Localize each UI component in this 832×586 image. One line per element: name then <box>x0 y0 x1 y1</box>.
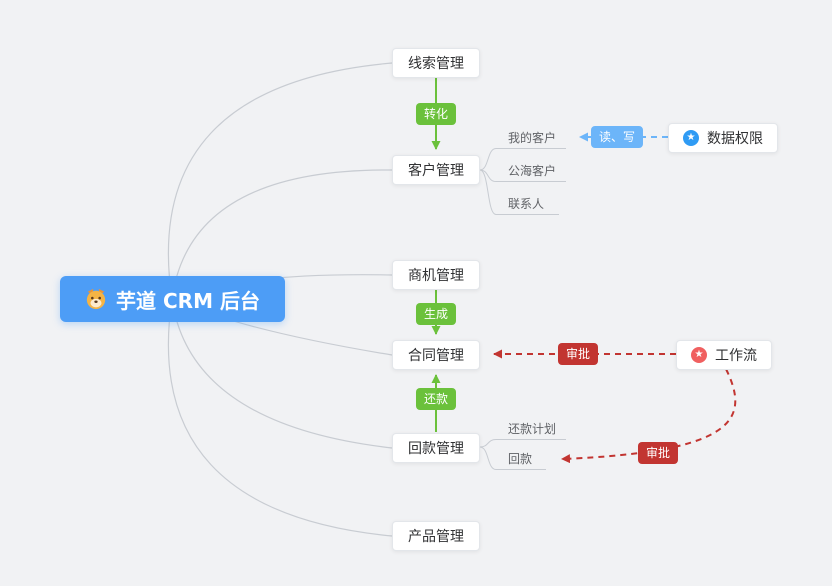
node-label: 数据权限 <box>707 131 763 147</box>
child-receivable: 回款 <box>508 452 533 466</box>
badge-read-write: 读、写 <box>590 126 644 148</box>
node-label: 线索管理 <box>408 56 464 72</box>
node-workflow: ★ 工作流 <box>676 340 772 370</box>
badge-approve-receivable: 审批 <box>637 442 679 464</box>
workflow-star-icon: ★ <box>691 347 707 363</box>
node-product-management: 产品管理 <box>392 521 480 551</box>
root-node-crm: 芋道 CRM 后台 <box>60 276 285 322</box>
child-contacts: 联系人 <box>508 197 545 211</box>
badge-generate: 生成 <box>415 303 457 325</box>
node-customer-management: 客户管理 <box>392 155 480 185</box>
child-public-pool-customers: 公海客户 <box>508 164 557 178</box>
node-receivable-management: 回款管理 <box>392 433 480 463</box>
node-label: 产品管理 <box>408 529 464 545</box>
child-repayment-plan: 还款计划 <box>508 422 557 436</box>
badge-convert: 转化 <box>415 103 457 125</box>
child-my-customers: 我的客户 <box>508 131 557 145</box>
node-label: 客户管理 <box>408 163 464 179</box>
node-label: 商机管理 <box>408 268 464 284</box>
node-label: 工作流 <box>715 348 757 364</box>
data-permission-star-icon: ★ <box>683 130 699 146</box>
root-node-label: 芋道 CRM 后台 <box>116 288 260 313</box>
child-connector-lines <box>479 148 566 470</box>
node-label: 回款管理 <box>408 441 464 457</box>
node-label: 合同管理 <box>408 348 464 364</box>
badge-repay: 还款 <box>415 388 457 410</box>
node-lead-management: 线索管理 <box>392 48 480 78</box>
dog-face-icon <box>86 288 106 310</box>
badge-approve-contract: 审批 <box>557 343 599 365</box>
node-data-permission: ★ 数据权限 <box>668 123 778 153</box>
node-opportunity-management: 商机管理 <box>392 260 480 290</box>
node-contract-management: 合同管理 <box>392 340 480 370</box>
